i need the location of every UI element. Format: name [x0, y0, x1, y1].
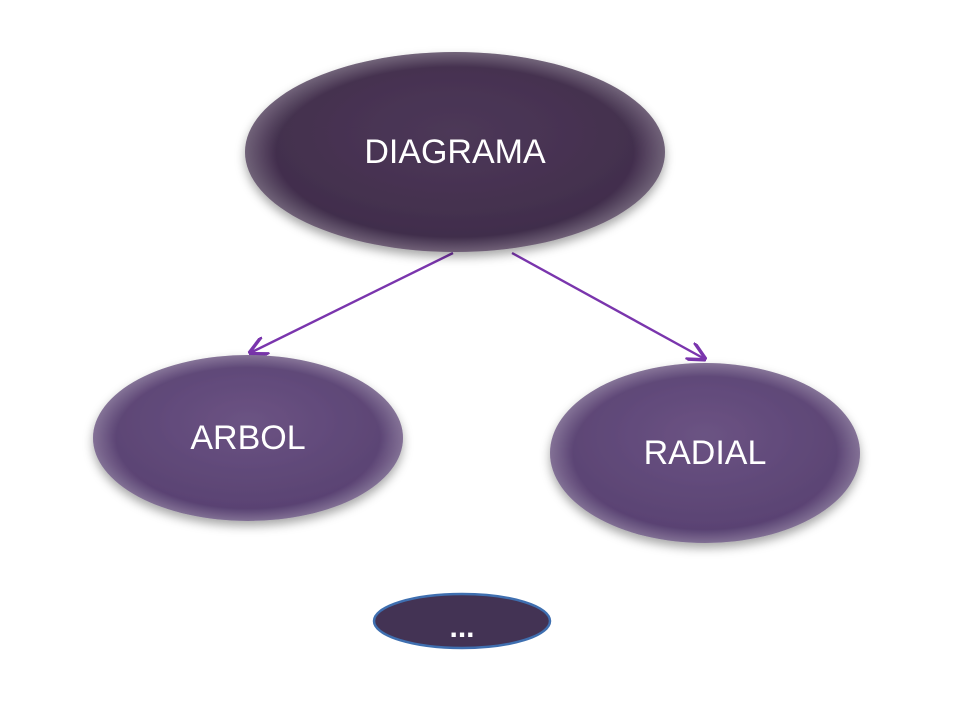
child-node-arbol-label: ARBOL — [190, 419, 305, 457]
connector-arrow-radial — [511, 251, 703, 358]
more-node[interactable]: ... — [372, 592, 552, 650]
root-node[interactable]: DIAGRAMA — [245, 52, 665, 252]
child-node-radial-label: RADIAL — [644, 434, 767, 472]
connector-arrow-arbol — [252, 251, 454, 352]
root-node-rim — [245, 52, 665, 252]
more-node-shape — [372, 592, 552, 650]
child-node-arbol[interactable]: ARBOL — [93, 355, 403, 521]
more-node-label: ... — [449, 611, 474, 644]
child-node-radial-rim — [550, 363, 860, 543]
child-node-radial[interactable]: RADIAL — [550, 363, 860, 543]
child-node-arbol-rim — [93, 355, 403, 521]
root-node-label: DIAGRAMA — [364, 133, 546, 171]
